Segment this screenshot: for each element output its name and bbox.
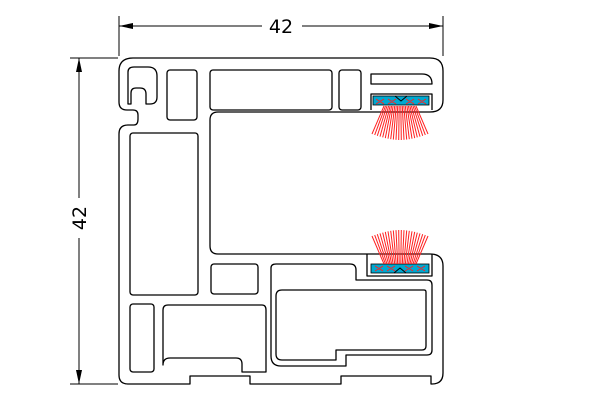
- profile-top-left-hook: [127, 66, 158, 105]
- brush-bristle: [384, 105, 393, 139]
- brush-bristle: [409, 232, 418, 265]
- height-dimension-label: 42: [69, 206, 91, 230]
- top-seal: [372, 95, 430, 106]
- brush-bristle: [395, 105, 399, 140]
- brush-bristle: [392, 105, 397, 140]
- brush-bristle: [414, 105, 426, 136]
- chamber-top-2: [209, 69, 333, 111]
- chamber-bottom-middle: [210, 263, 259, 295]
- chamber-top-3: [338, 69, 362, 111]
- brush-bristle: [403, 230, 408, 265]
- chamber-left-tall: [129, 132, 199, 296]
- brush-bristle: [379, 105, 390, 137]
- brush-bristle: [390, 230, 396, 265]
- bottom-seal-groove: [366, 254, 433, 277]
- brush-bristle: [400, 229, 402, 265]
- height-arrow-bottom: [76, 370, 82, 384]
- brush-bristle: [409, 105, 418, 138]
- chamber-bottom-right-inner: [275, 289, 427, 361]
- brush-bristle: [398, 105, 400, 141]
- bottom-seal: [370, 263, 430, 274]
- brush-bristle: [387, 105, 394, 139]
- brush-bristle: [403, 105, 408, 140]
- brush-bristle: [387, 231, 394, 265]
- brush-bristle: [371, 105, 385, 135]
- brush-bristle: [401, 105, 405, 140]
- brush-bristle: [379, 233, 390, 265]
- brush-bristle: [407, 105, 416, 139]
- top-brush-seal: [371, 105, 429, 141]
- brush-bristle: [376, 234, 388, 265]
- brush-bristle: [412, 234, 424, 265]
- top-seal-notch: [394, 95, 408, 102]
- chamber-bottom-left-wide: [162, 304, 267, 373]
- width-dimension-label: 42: [269, 16, 293, 38]
- brush-bristle: [412, 105, 424, 136]
- bottom-seal-notch: [393, 267, 407, 274]
- brush-bristle: [395, 230, 399, 265]
- top-seal-groove: [370, 73, 433, 110]
- width-arrow-left: [119, 23, 133, 29]
- chamber-bottom-left-small: [129, 303, 155, 373]
- brush-bristle: [410, 233, 421, 265]
- brush-bristle: [407, 231, 416, 265]
- top-seal-crosses: [375, 98, 427, 105]
- brush-bristle: [390, 105, 396, 140]
- brush-bristle: [404, 230, 410, 265]
- vertical-dimension: 42: [69, 57, 118, 385]
- bottom-brush-seal: [371, 229, 429, 265]
- brush-bristle: [415, 235, 429, 265]
- brush-bristle: [371, 235, 385, 265]
- brush-bristle: [398, 229, 400, 265]
- brush-bristle: [401, 230, 405, 265]
- brush-bristle: [374, 234, 386, 265]
- brush-bristle: [384, 231, 393, 265]
- height-arrow-top: [76, 58, 82, 72]
- brush-bristle: [382, 232, 391, 265]
- brush-bristle: [415, 105, 429, 135]
- horizontal-dimension: 42: [118, 16, 444, 56]
- brush-bristle: [406, 231, 413, 265]
- brush-bristle: [406, 105, 413, 139]
- brush-bristle: [404, 105, 410, 140]
- brush-bristle: [400, 105, 402, 141]
- chamber-bottom-right: [270, 263, 433, 367]
- width-arrow-right: [429, 23, 443, 29]
- chamber-top-1: [166, 69, 198, 121]
- bottom-seal-crosses: [374, 265, 426, 272]
- brush-bristle: [382, 105, 391, 138]
- brush-bristle: [392, 230, 397, 265]
- brush-bristle: [410, 105, 421, 137]
- brush-bristle: [374, 105, 386, 136]
- brush-bristle: [376, 105, 388, 136]
- profile-outer-contour: [118, 57, 444, 385]
- brush-bristle: [414, 234, 426, 265]
